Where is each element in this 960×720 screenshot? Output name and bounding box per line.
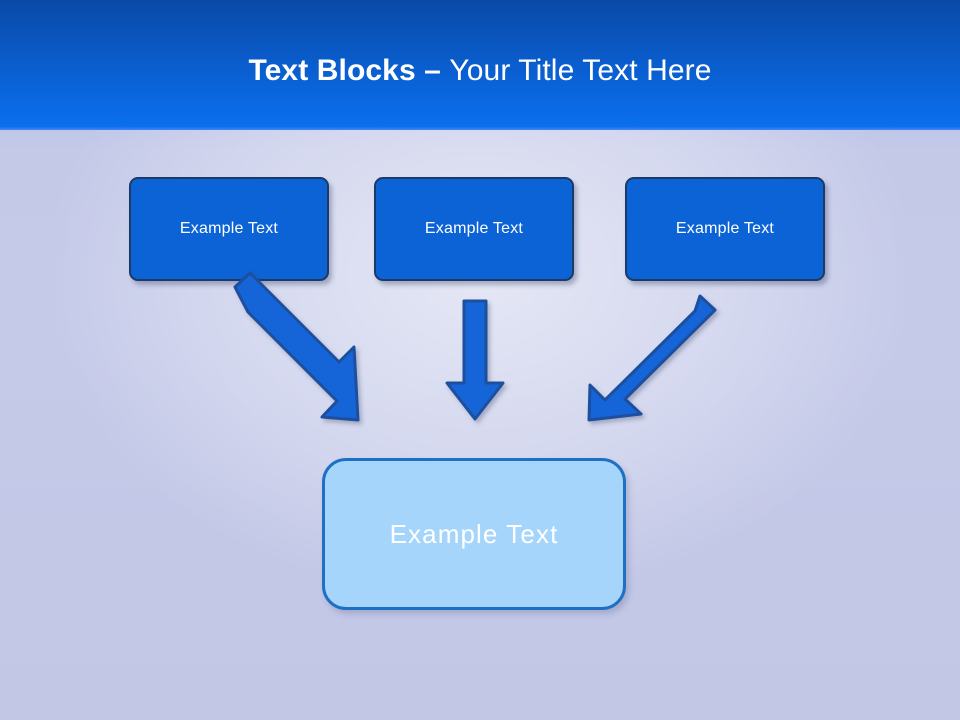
page-title-light: Your Title Text Here <box>449 54 712 87</box>
page-title: Text Blocks – Your Title Text Here <box>0 52 960 90</box>
slide-background-title-band <box>0 0 960 127</box>
text-block-1-label: Example Text <box>179 220 279 237</box>
title-band-edge <box>0 127 960 130</box>
summary-text-block-label: Example Text <box>389 519 559 549</box>
text-block-3[interactable]: Example Text <box>625 177 825 281</box>
text-block-2[interactable]: Example Text <box>374 177 574 281</box>
page-title-bold: Text Blocks – <box>248 54 450 87</box>
summary-text-block[interactable]: Example Text <box>322 458 626 610</box>
text-block-1[interactable]: Example Text <box>129 177 329 281</box>
text-block-2-label: Example Text <box>424 220 524 237</box>
text-block-3-label: Example Text <box>675 220 775 237</box>
